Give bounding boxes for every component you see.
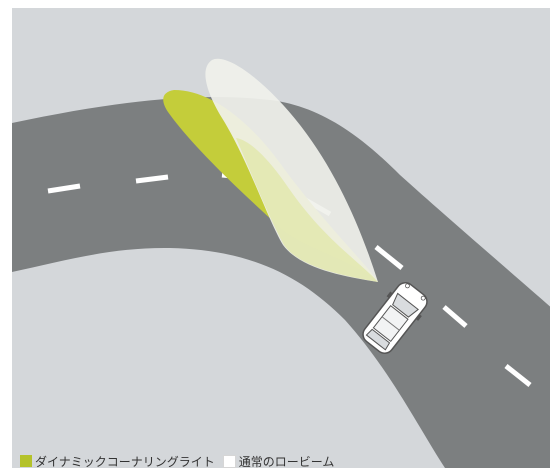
beam-overlap <box>236 138 378 282</box>
cornering-light-swatch <box>20 455 32 467</box>
low-beam-swatch <box>222 454 236 468</box>
lane-dash <box>442 305 468 328</box>
road <box>12 96 550 468</box>
legend-item-low-beam: 通常のロービーム <box>222 453 335 470</box>
legend-label-low-beam: 通常のロービーム <box>238 454 335 469</box>
car-top-view-icon <box>362 282 428 354</box>
legend-item-cornering-light: ダイナミックコーナリングライト <box>20 453 215 470</box>
legend-label-cornering-light: ダイナミックコーナリングライト <box>35 454 215 469</box>
lane-dash <box>135 174 169 184</box>
legend: ダイナミックコーナリングライト 通常のロービーム <box>20 452 342 470</box>
low-beam <box>205 58 378 282</box>
lane-dash <box>504 364 532 387</box>
lane-dash <box>374 245 404 270</box>
lane-dash <box>47 183 81 194</box>
